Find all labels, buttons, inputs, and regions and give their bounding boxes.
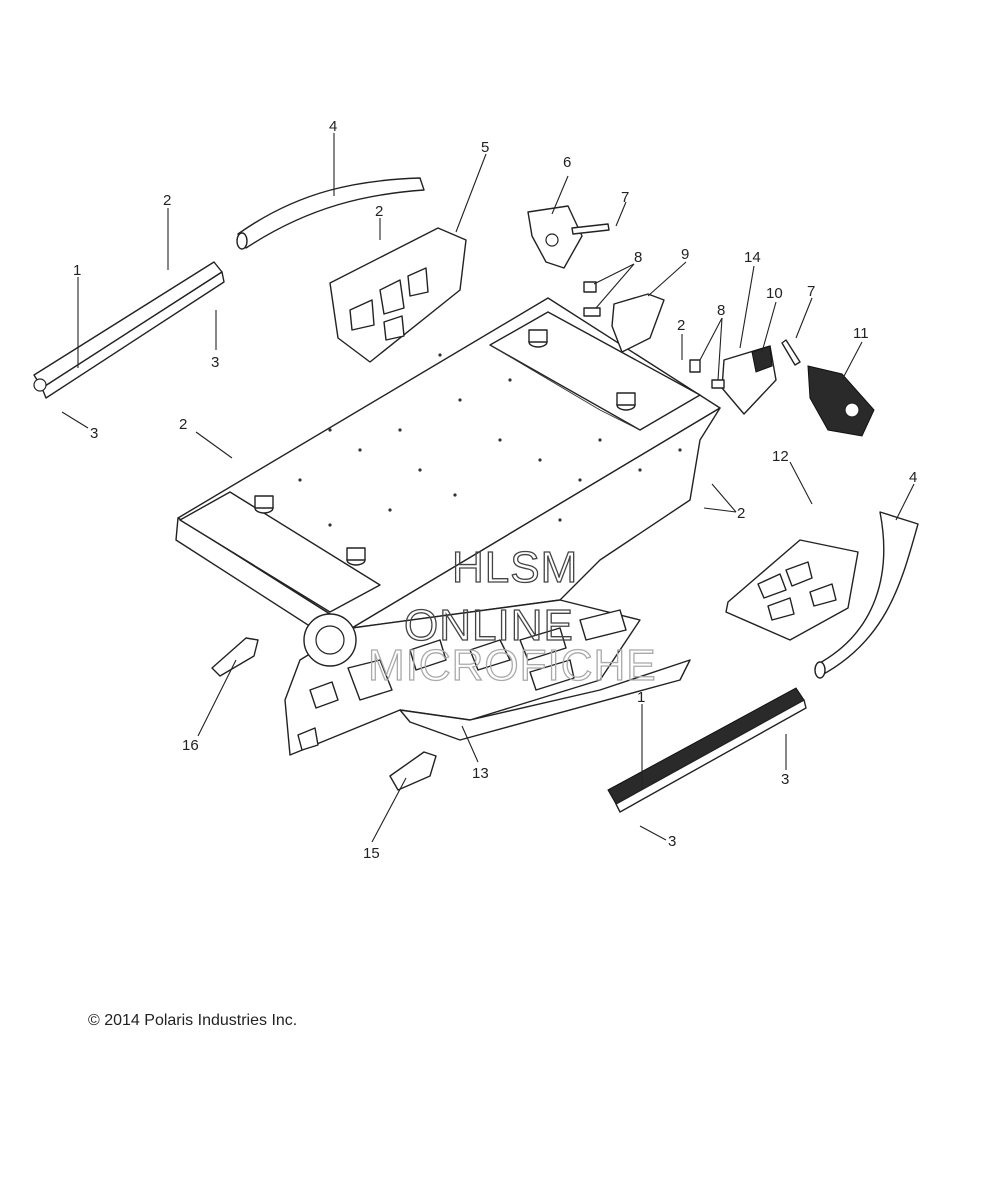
callout-11: 11 [853,325,869,342]
bracket-6 [527,205,583,269]
copyright-notice: © 2014 Polaris Industries Inc. [88,1012,298,1029]
svg-text:MICROFICHE: MICROFICHE [368,641,657,690]
callout-13: 13 [472,765,489,782]
callout-7: 7 [807,283,815,300]
callout-3: 3 [211,354,219,371]
bracket-16 [211,637,259,677]
leader-lines [61,133,915,843]
callout-labels: 1 2 3 3 4 2 5 6 7 8 9 2 8 14 10 7 11 2 2… [73,118,917,862]
callout-1: 1 [73,262,81,279]
callout-4: 4 [909,469,917,486]
svg-text:ONLINE: ONLINE [404,601,574,650]
callout-3: 3 [668,833,676,850]
callout-2: 2 [677,317,685,334]
rivet-dots [298,353,682,527]
callout-10: 10 [766,285,783,302]
callout-2: 2 [737,505,745,522]
callout-3: 3 [90,425,98,442]
callout-2: 2 [375,203,383,220]
callout-4: 4 [329,118,337,135]
bracket-9 [611,293,665,353]
callout-14: 14 [744,249,761,266]
bracket-15 [389,751,437,791]
callout-1: 1 [637,689,645,706]
watermark: HLSM ONLINE MICROFICHE [367,542,657,690]
bracket-10 [721,345,777,415]
tunnel-assembly [175,297,721,756]
footrest-right [725,539,859,641]
rail-left [33,261,225,399]
callout-2: 2 [179,416,187,433]
callout-15: 15 [363,845,380,862]
callout-7: 7 [621,189,629,206]
callout-8: 8 [717,302,725,319]
svg-text:HLSM: HLSM [452,543,578,592]
footrest-left [329,227,467,363]
bolts-8 [583,281,725,389]
callout-12: 12 [772,448,789,465]
callout-3: 3 [781,771,789,788]
bracket-11 [807,365,875,437]
callout-6: 6 [563,154,571,171]
rail-right [607,687,807,813]
callout-5: 5 [481,139,489,156]
running-board-left [236,177,425,250]
callout-2: 2 [163,192,171,209]
callout-9: 9 [681,246,689,263]
bolts-7 [571,223,801,366]
callout-16: 16 [182,737,199,754]
callout-8: 8 [634,249,642,266]
running-board-right [814,511,919,679]
